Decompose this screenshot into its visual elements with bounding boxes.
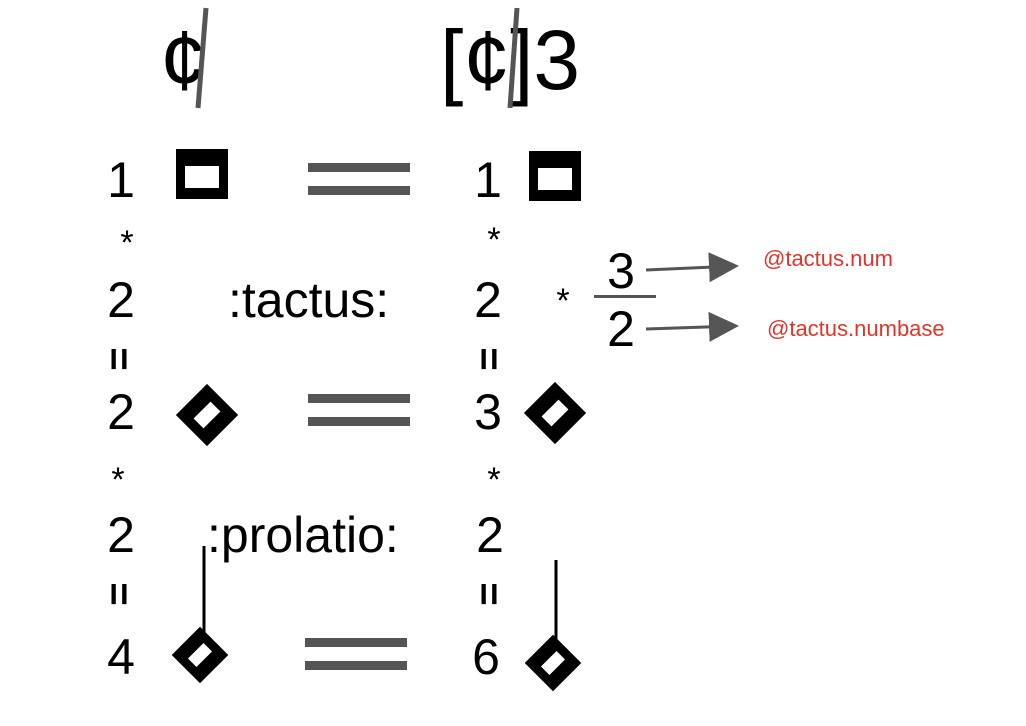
tactus-label: :tactus: [228,272,390,328]
left-minima-icon [171,546,229,684]
equivalence-bars-minima [305,638,407,670]
left-brevis-icon [176,149,228,199]
right-sign-cut-c: ¢ [463,13,511,107]
left-semibrevis-count: 2 [107,384,135,440]
left-semibrevis-icon [175,383,239,447]
left-tactus-factor: 2 [107,272,135,328]
right-brevis-icon [529,151,581,201]
right-multiply-2: * [487,461,501,499]
right-sign-bracket-close: ]3 [510,13,581,107]
fraction-denominator: 2 [607,301,635,357]
right-mensuration-sign: [¢]3 [440,18,580,102]
tactus-numbase-annotation: @tactus.numbase [767,316,945,341]
right-semibrevis-icon [523,381,587,445]
right-minima-icon [524,560,582,692]
fraction-numerator: 3 [607,243,635,299]
left-brevis-count: 1 [107,152,135,208]
right-brevis-count: 1 [474,152,502,208]
tactus-num-annotation: @tactus.num [763,246,893,271]
left-multiply-1: * [120,224,134,262]
left-prolatio-factor: 2 [107,507,135,563]
left-minima-count: 4 [107,629,135,685]
left-multiply-2: * [111,461,125,499]
right-tactus-factor: 2 [474,272,502,328]
right-minima-count: 6 [472,629,500,685]
prolatio-label: :prolatio: [207,507,399,563]
right-multiply-1: * [487,221,501,259]
fraction-multiply: * [556,282,570,320]
right-semibrevis-count: 3 [474,384,502,440]
right-sign-bracket-open: [ [440,13,464,107]
equivalence-bars-brevis [308,163,410,195]
fraction-bar [594,295,656,298]
right-prolatio-factor: 2 [476,507,504,563]
equivalence-bars-semibrevis [308,394,410,426]
